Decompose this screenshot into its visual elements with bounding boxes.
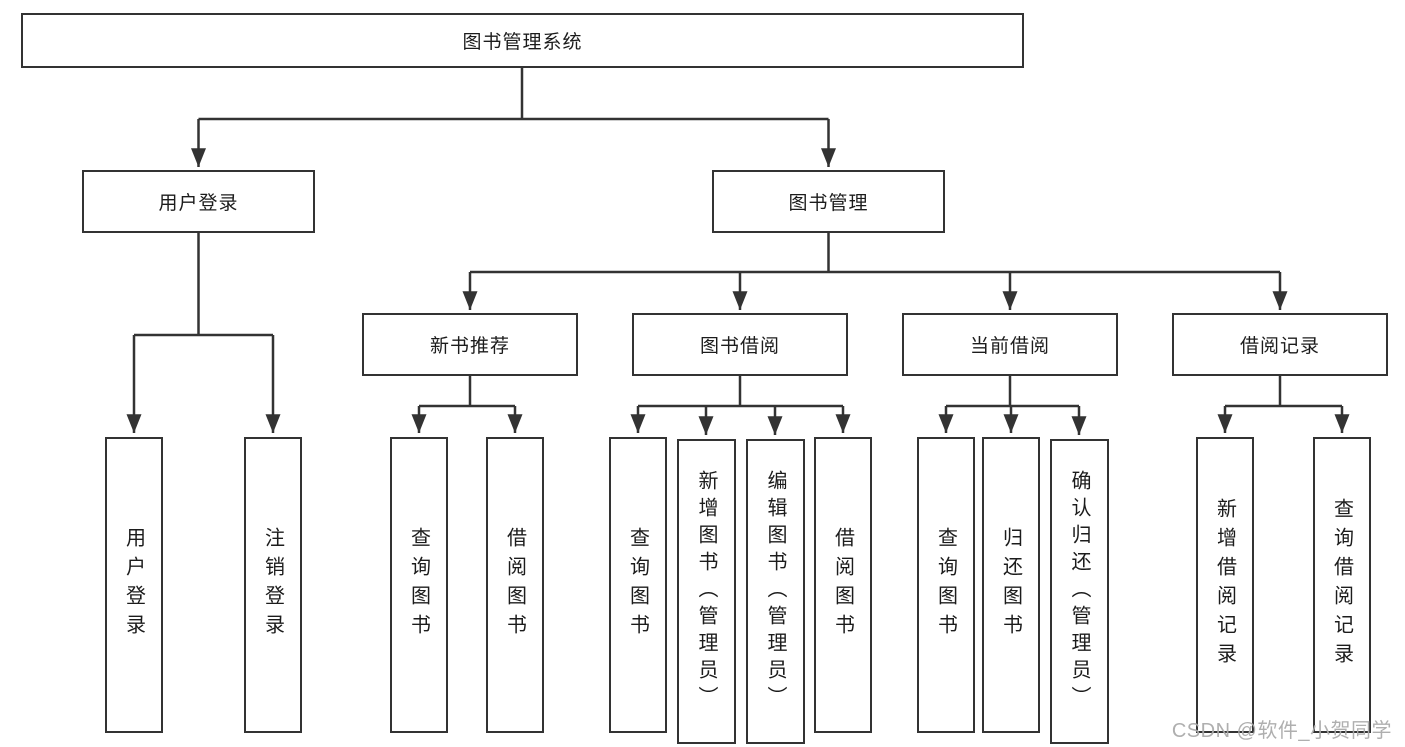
leaf-borrow-books-recommend: 借阅图书 <box>486 437 544 733</box>
leaf-query-books-borrowing: 查询图书 <box>609 437 667 733</box>
leaf-return-books: 归还图书 <box>982 437 1040 733</box>
node-borrowing-records: 借阅记录 <box>1172 313 1388 376</box>
leaf-borrow-books-borrowing: 借阅图书 <box>814 437 872 733</box>
csdn-watermark: CSDN @软件_小贺同学 <box>1171 720 1392 742</box>
node-user-login: 用户登录 <box>82 170 315 233</box>
leaf-user-login: 用户登录 <box>105 437 163 733</box>
leaf-add-books-admin: 新增图书（管理员） <box>677 439 736 744</box>
leaf-query-books-current: 查询图书 <box>917 437 975 733</box>
leaf-confirm-return-admin: 确认归还（管理员） <box>1050 439 1109 744</box>
leaf-add-borrow-record: 新增借阅记录 <box>1196 437 1254 733</box>
leaf-query-books-recommend: 查询图书 <box>390 437 448 733</box>
leaf-query-borrow-record: 查询借阅记录 <box>1313 437 1371 733</box>
node-book-management: 图书管理 <box>712 170 945 233</box>
leaf-edit-books-admin: 编辑图书（管理员） <box>746 439 805 744</box>
node-current-borrowing: 当前借阅 <box>902 313 1118 376</box>
node-new-book-recommend: 新书推荐 <box>362 313 578 376</box>
node-root: 图书管理系统 <box>21 13 1024 68</box>
leaf-logout-login: 注销登录 <box>244 437 302 733</box>
node-book-borrowing: 图书借阅 <box>632 313 848 376</box>
